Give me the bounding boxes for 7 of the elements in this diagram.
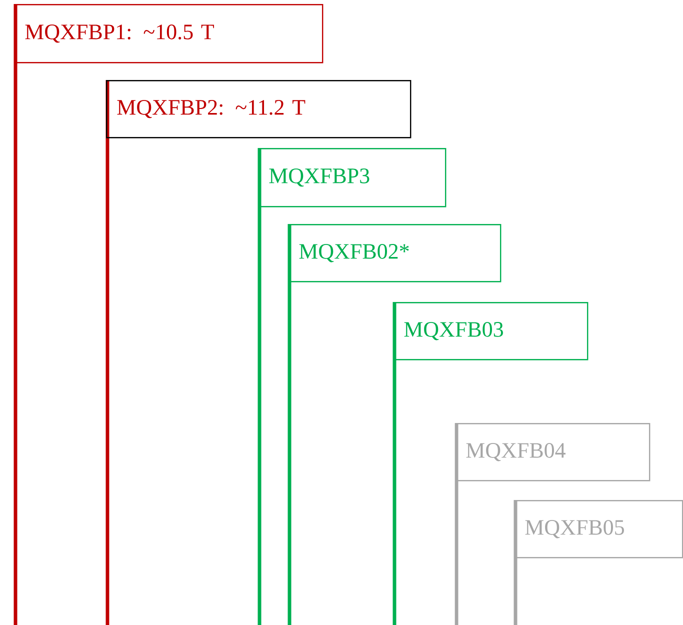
milestone-box: MQXFB05 xyxy=(514,500,683,558)
milestone-box: MQXFB02* xyxy=(288,224,502,282)
milestone-box: MQXFBP1: ~10.5 T xyxy=(14,4,324,64)
milestone-box: MQXFB04 xyxy=(455,423,650,482)
milestone-box: MQXFBP3 xyxy=(258,148,446,208)
milestone-box: MQXFBP2: ~11.2 T xyxy=(106,80,412,138)
milestone-box: MQXFB03 xyxy=(393,302,588,360)
